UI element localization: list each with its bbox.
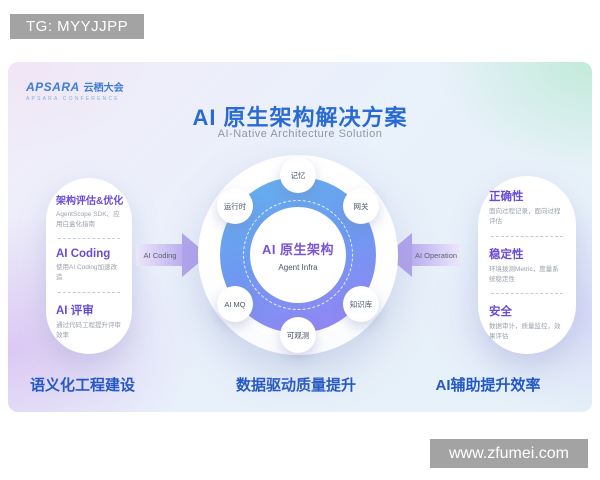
right-panel-item: 稳定性 环境拨测Metric，度量系统稳定性 — [489, 246, 565, 285]
panel-item-title: AI Coding — [56, 248, 111, 261]
dashed-divider — [58, 238, 120, 240]
left-panel-item: 架构评估&优化 AgentScope SDK、应用白盒化指南 — [56, 192, 124, 230]
diagram-core: AI 原生架构 Agent Infra — [250, 207, 346, 303]
logo-row: APSARA 云栖大会 — [26, 79, 124, 94]
node-gateway: 网关 — [343, 188, 379, 224]
left-panel: 架构评估&优化 AgentScope SDK、应用白盒化指南 AI Coding… — [46, 178, 132, 354]
left-panel-item: AI 评审 通过代码工程提升评审效率 — [56, 302, 122, 341]
left-panel-item: AI Coding 使用AI Coding加速改造 — [56, 248, 122, 283]
core-title: AI 原生架构 — [261, 241, 335, 257]
site-watermark: www.zfumei.com — [430, 439, 588, 468]
logo-brand-cn: 云栖大会 — [83, 83, 124, 94]
right-arrow-label: AI Operation — [414, 250, 458, 260]
dashed-divider — [491, 293, 563, 295]
page-title: AI 原生架构解决方案 — [192, 105, 408, 130]
panel-item-title: 稳定性 — [489, 248, 524, 261]
dashed-divider — [491, 235, 563, 237]
footer-left-label: 语义化工程建设 — [30, 377, 136, 394]
panel-item-title: 正确性 — [489, 191, 524, 204]
node-knowledge-base: 知识库 — [343, 286, 379, 322]
node-memory: 记忆 — [280, 157, 316, 193]
arrow-tail-shape — [136, 244, 184, 266]
page-subtitle: AI-Native Architecture Solution — [217, 128, 383, 140]
panel-item-desc: 数据审计，质量监控，效果评估 — [489, 323, 561, 340]
core-subtitle: Agent Infra — [278, 262, 318, 272]
logo-brand: APSARA — [26, 80, 80, 94]
logo-subtitle: APSARA CONFERENCE — [26, 96, 120, 102]
arrow-tail-shape — [412, 244, 460, 266]
panel-item-desc: 环境拨测Metric，度量系统稳定性 — [489, 265, 559, 283]
node-runtime: 运行时 — [217, 188, 253, 224]
panel-item-desc: 使用AI Coding加速改造 — [56, 264, 118, 281]
panel-item-title: AI 评审 — [56, 304, 94, 317]
left-arrow-label: AI Coding — [143, 250, 177, 260]
dashed-divider — [58, 291, 120, 293]
footer-center-label: 数据驱动质量提升 — [235, 377, 356, 394]
node-ai-mq: AI MQ — [217, 286, 253, 322]
apsara-logo: APSARA 云栖大会 APSARA CONFERENCE — [26, 79, 124, 102]
footer-right-label: AI辅助提升效率 — [435, 377, 541, 394]
right-panel-item: 安全 数据审计，质量监控，效果评估 — [489, 303, 565, 342]
panel-item-desc: 面向过程记录，面向过程评估 — [489, 208, 561, 225]
panel-item-title: 安全 — [489, 306, 512, 319]
panel-item-desc: 通过代码工程提升评审效率 — [56, 321, 121, 339]
right-panel-item: 正确性 面向过程记录，面向过程评估 — [489, 188, 565, 227]
right-panel: 正确性 面向过程记录，面向过程评估 稳定性 环境拨测Metric，度量系统稳定性… — [478, 176, 576, 354]
slide: APSARA 云栖大会 APSARA CONFERENCE AI 原生架构解决方… — [8, 62, 592, 412]
panel-item-title: 架构评估&优化 — [56, 195, 124, 207]
panel-item-desc: AgentScope SDK、应用白盒化指南 — [56, 210, 120, 228]
right-arrow: AI Operation — [386, 233, 460, 277]
tg-watermark: TG: MYYJJPP — [10, 14, 145, 39]
diagram-dashed-circle — [243, 200, 353, 310]
left-arrow: AI Coding — [136, 233, 208, 277]
node-observability: 可观测 — [280, 317, 316, 353]
